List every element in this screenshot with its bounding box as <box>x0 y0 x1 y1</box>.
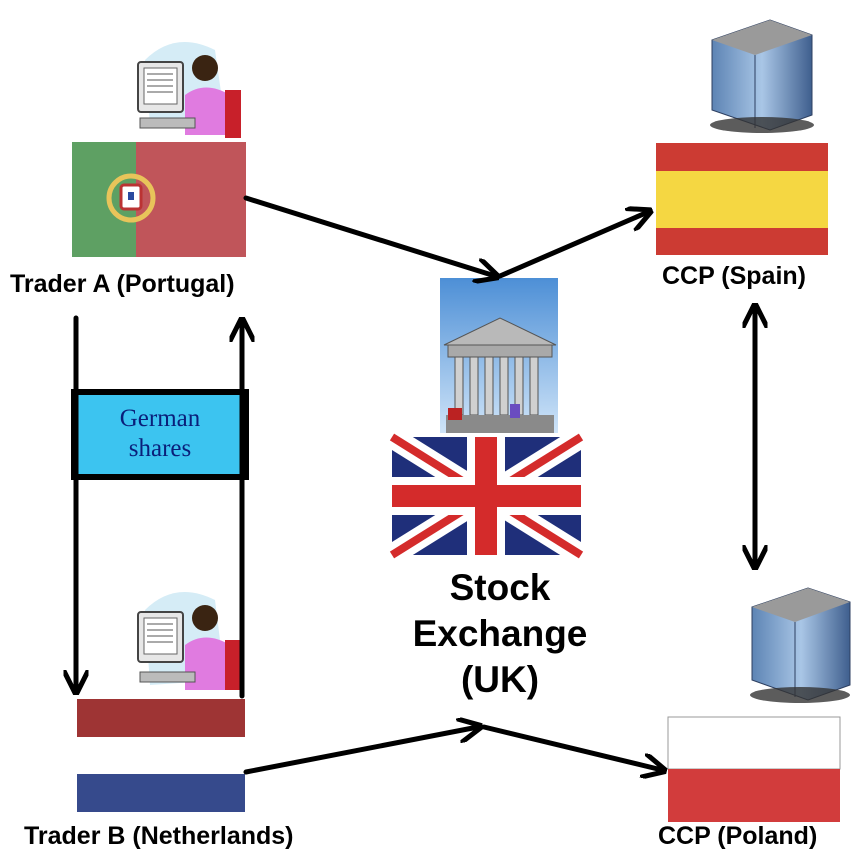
stock-exchange-building-icon <box>440 278 558 433</box>
office-building-spain-icon <box>710 19 814 133</box>
shares-line-1: German <box>119 405 201 432</box>
trader-a-computer-icon <box>130 42 241 140</box>
trader-b-label: Trader B (Netherlands) <box>24 822 294 850</box>
exchange-line-3: (UK) <box>460 659 540 700</box>
portugal-flag <box>72 142 246 257</box>
netherlands-flag <box>77 699 245 812</box>
ccp-poland-label: CCP (Poland) <box>658 822 818 850</box>
german-shares-text: German shares <box>74 404 246 464</box>
trader-a-label: Trader A (Portugal) <box>10 270 235 298</box>
exchange-line-2: Exchange <box>412 613 588 654</box>
arrow-trader-b-to-exchange <box>243 727 478 775</box>
exchange-line-1: Stock <box>449 567 551 608</box>
arrow-trader-a-to-exchange <box>243 195 495 276</box>
spain-flag <box>656 143 828 255</box>
arrow-exchange-to-ccp-poland <box>481 724 662 770</box>
arrow-exchange-to-ccp-spain <box>497 212 648 279</box>
trader-b-computer-icon <box>130 590 241 698</box>
german-shares-box <box>71 389 249 480</box>
ccp-spain-label: CCP (Spain) <box>662 262 806 290</box>
uk-flag <box>386 427 587 565</box>
office-building-poland-icon <box>750 587 851 703</box>
shares-line-2: shares <box>128 435 192 462</box>
stock-exchange-label: Stock Exchange (UK) <box>380 565 620 703</box>
poland-flag <box>667 716 841 822</box>
